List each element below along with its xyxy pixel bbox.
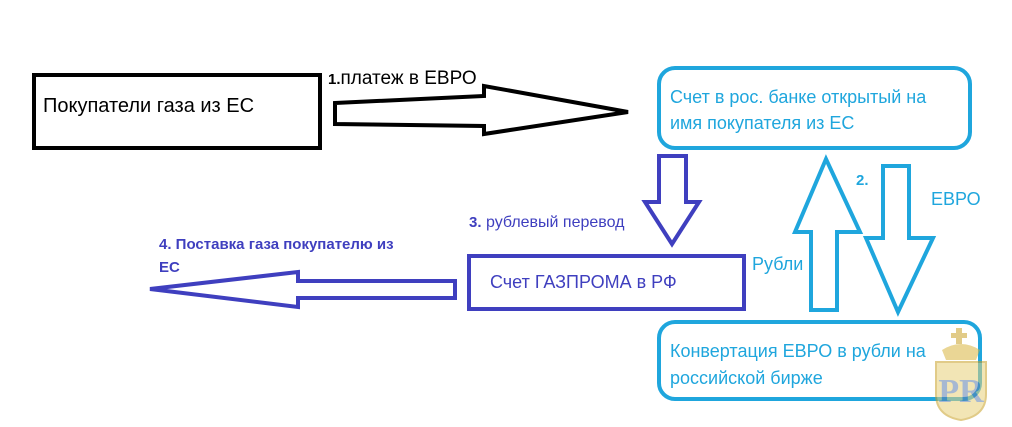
- account-node: [657, 66, 972, 150]
- conversion-label-line2: российской бирже: [670, 368, 823, 388]
- buyers-node: [32, 73, 322, 150]
- watermark-text: PR: [938, 373, 984, 410]
- step2-number: 2.: [856, 172, 869, 189]
- step3-text: рублевый перевод: [485, 214, 625, 231]
- step1-number: 1.: [328, 71, 341, 88]
- conversion-node: [657, 320, 982, 401]
- step2-euro-label: ЕВРО: [931, 189, 981, 209]
- arrow-step3: [641, 154, 703, 248]
- buyers-label: Покупатели газа из ЕС: [43, 95, 255, 117]
- gazprom-label: Счет ГАЗПРОМА в РФ: [490, 272, 677, 292]
- arrow-step2-rubles: [791, 154, 864, 312]
- account-label-line1: Счет в рос. банке открытый на: [670, 87, 927, 107]
- step4-label-line2: ЕС: [159, 259, 180, 276]
- step2-rubles-label: Рубли: [752, 254, 804, 274]
- coat-of-arms-icon: PR: [930, 328, 992, 422]
- arrow-step2-euro: [862, 164, 937, 317]
- step1-label: 1.платеж в ЕВРО: [328, 68, 477, 90]
- conversion-label-line1: Конвертация ЕВРО в рубли на: [670, 341, 926, 361]
- arrow-step1: [333, 83, 629, 137]
- arrow-step4: [149, 269, 457, 310]
- step1-text: платеж в ЕВРО: [340, 68, 477, 89]
- gazprom-node: [467, 254, 746, 311]
- step3-number: 3.: [469, 214, 482, 231]
- account-label-line2: имя покупателя из ЕС: [670, 113, 855, 133]
- step4-label-line1: 4. Поставка газа покупателю из: [159, 236, 394, 253]
- step3-label: 3. рублевый перевод: [469, 214, 625, 232]
